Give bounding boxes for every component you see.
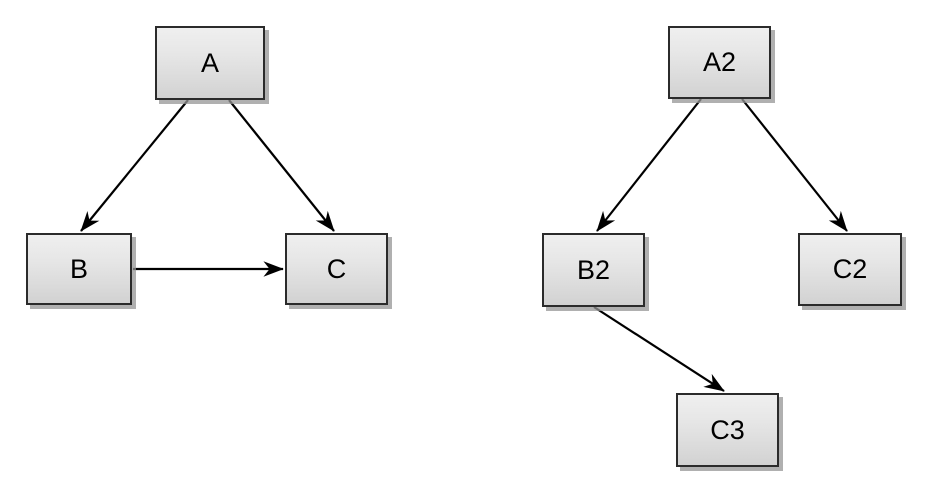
- edge-a-to-c: [228, 99, 335, 232]
- edges-group: [80, 98, 848, 392]
- node-a2[interactable]: A2: [668, 26, 771, 99]
- node-c2[interactable]: C2: [798, 233, 902, 306]
- node-label-c: C: [326, 253, 347, 284]
- node-label-c3: C3: [710, 414, 745, 445]
- edge-a2-to-c2: [741, 98, 848, 232]
- node-label-c2: C2: [832, 254, 868, 284]
- node-label-b: B: [69, 253, 88, 284]
- node-label-a2: A2: [702, 47, 737, 77]
- node-b[interactable]: B: [26, 233, 132, 305]
- node-a[interactable]: A: [155, 26, 265, 100]
- edge-b2-to-c3: [593, 306, 725, 392]
- node-label-a: A: [200, 47, 219, 78]
- node-b2[interactable]: B2: [542, 233, 645, 307]
- node-c[interactable]: C: [285, 233, 388, 305]
- node-c3[interactable]: C3: [676, 393, 779, 467]
- node-label-b2: B2: [576, 254, 611, 285]
- edge-a2-to-b2: [596, 98, 702, 232]
- edge-a-to-b: [80, 99, 189, 232]
